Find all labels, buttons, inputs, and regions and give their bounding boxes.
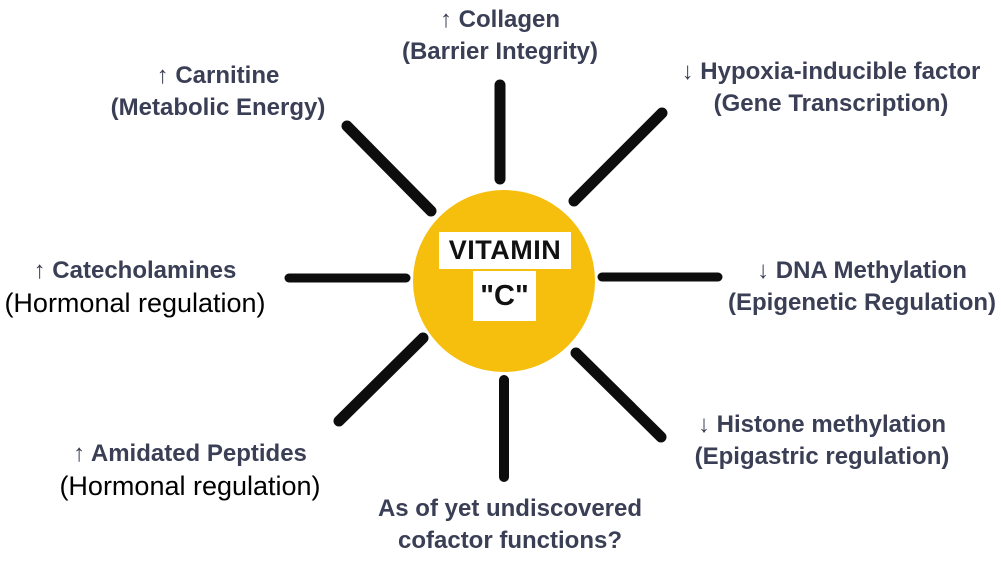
label-collagen: ↑ Collagen (Barrier Integrity)	[402, 4, 598, 68]
spoke-top-left	[341, 120, 437, 217]
label-collagen-line2: (Barrier Integrity)	[401, 38, 599, 65]
label-catecholamines: ↑ Catecholamines (Hormonal regulation)	[4, 255, 265, 320]
label-amidated-peptides: ↑ Amidated Peptides (Hormonal regulation…	[59, 438, 320, 503]
label-histone-line2: (Epigastric regulation)	[694, 443, 950, 470]
label-histone-line1: ↓ Histone methylation	[697, 411, 947, 438]
label-amidated-line2: (Hormonal regulation)	[59, 471, 321, 501]
spoke-top-right	[568, 107, 668, 207]
label-dna-methylation-line2: (Epigenetic Regulation)	[727, 289, 997, 316]
label-carnitine-line1: ↑ Carnitine	[156, 62, 280, 89]
label-dna-methylation: ↓ DNA Methylation (Epigenetic Regulation…	[728, 255, 996, 319]
hub-word-vitamin: VITAMIN	[439, 232, 571, 269]
label-carnitine: ↑ Carnitine (Metabolic Energy)	[111, 60, 326, 124]
label-catecholamines-line2: (Hormonal regulation)	[4, 288, 266, 318]
label-carnitine-line2: (Metabolic Energy)	[110, 94, 326, 121]
label-catecholamines-line1: ↑ Catecholamines	[33, 257, 237, 284]
label-hypoxia-inducible-factor: ↓ Hypoxia-inducible factor (Gene Transcr…	[682, 56, 981, 120]
label-undiscovered-cofactor-functions: As of yet undiscovered cofactor function…	[378, 493, 642, 557]
spoke-bottom-left	[333, 332, 429, 427]
label-dna-methylation-line1: ↓ DNA Methylation	[757, 257, 967, 284]
label-undiscovered-line2: cofactor functions?	[397, 527, 623, 554]
label-collagen-line1: ↑ Collagen	[439, 6, 561, 33]
label-undiscovered-line1: As of yet undiscovered	[377, 495, 643, 522]
label-histone-methylation: ↓ Histone methylation (Epigastric regula…	[695, 409, 950, 473]
hub-letter-c: "C"	[473, 271, 536, 321]
spoke-bottom-right	[570, 347, 667, 443]
label-amidated-line1: ↑ Amidated Peptides	[73, 440, 307, 467]
label-hypoxia-line1: ↓ Hypoxia-inducible factor	[681, 58, 981, 85]
label-hypoxia-line2: (Gene Transcription)	[713, 90, 949, 117]
